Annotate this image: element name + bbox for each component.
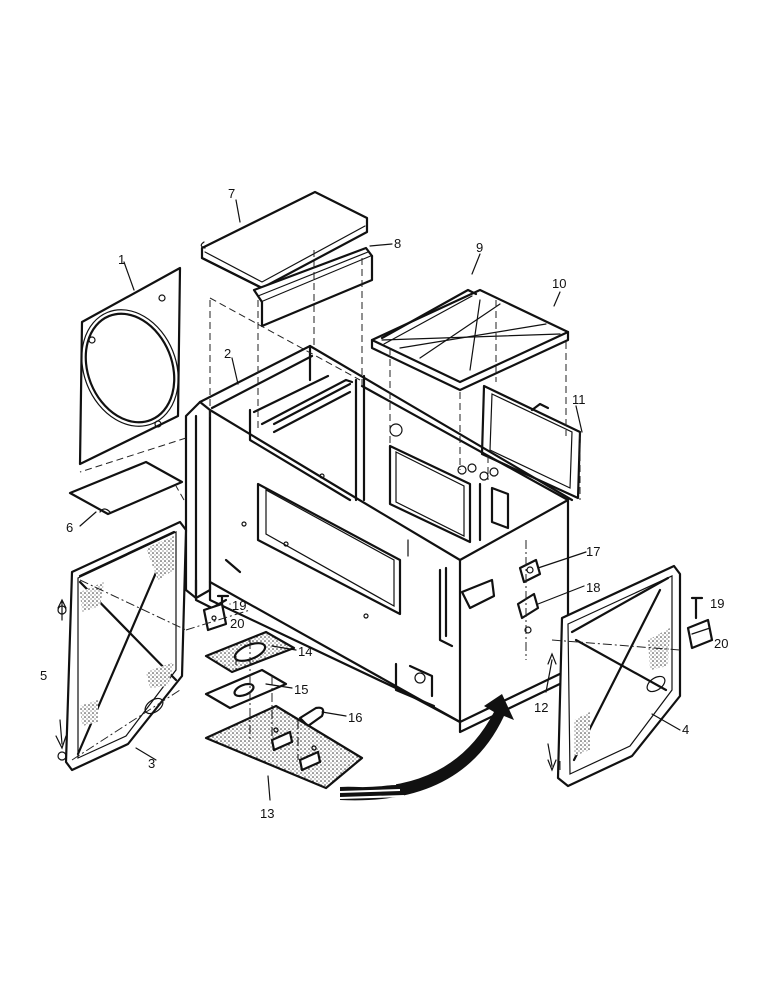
callout-10: 10 bbox=[552, 276, 566, 291]
part-7-top-cover bbox=[200, 190, 369, 290]
callout-9: 9 bbox=[476, 240, 483, 255]
callout-20-right: 20 bbox=[714, 636, 728, 651]
callout-12: 12 bbox=[534, 700, 548, 715]
callout-labels: 1 2 3 4 5 6 7 8 9 10 11 12 13 14 15 16 1… bbox=[40, 186, 728, 821]
part-19-pin-right bbox=[690, 596, 704, 620]
part-4-right-door bbox=[556, 564, 682, 788]
callout-3: 3 bbox=[148, 756, 155, 771]
callout-8: 8 bbox=[394, 236, 401, 251]
callout-1: 1 bbox=[118, 252, 125, 267]
part-6-plate bbox=[68, 460, 184, 516]
callout-19-left: 19 bbox=[232, 598, 246, 613]
part-17-latch bbox=[518, 558, 542, 584]
part-20-hinge-left bbox=[202, 602, 228, 632]
callout-7: 7 bbox=[228, 186, 235, 201]
part-2-main-housing bbox=[184, 344, 574, 734]
part-20-hinge-right bbox=[686, 618, 714, 650]
part-11-side-frame bbox=[480, 384, 582, 500]
callout-18: 18 bbox=[586, 580, 600, 595]
part-10-top-plate bbox=[370, 288, 570, 392]
construction-lines bbox=[71, 250, 681, 770]
callout-5: 5 bbox=[40, 668, 47, 683]
callout-17: 17 bbox=[586, 544, 600, 559]
callout-4: 4 bbox=[682, 722, 689, 737]
part-3-left-door bbox=[57, 520, 188, 772]
callout-19-right: 19 bbox=[710, 596, 724, 611]
part-18-plate bbox=[516, 592, 540, 634]
part-15-plate bbox=[204, 668, 288, 710]
part-1-fan-panel bbox=[78, 266, 182, 466]
leader-lines bbox=[55, 199, 681, 801]
callout-15: 15 bbox=[294, 682, 308, 697]
callout-14: 14 bbox=[298, 644, 312, 659]
callout-13: 13 bbox=[260, 806, 274, 821]
assembly-arrow bbox=[339, 694, 514, 801]
callout-20-left: 20 bbox=[230, 616, 244, 631]
part-16-clip bbox=[298, 706, 325, 728]
callout-6: 6 bbox=[66, 520, 73, 535]
callout-2: 2 bbox=[224, 346, 231, 361]
part-9-angle bbox=[380, 288, 478, 345]
part-13-floor-plate bbox=[204, 704, 364, 790]
part-8-bracket bbox=[252, 246, 374, 328]
callout-11: 11 bbox=[572, 392, 586, 407]
callout-16: 16 bbox=[348, 710, 362, 725]
